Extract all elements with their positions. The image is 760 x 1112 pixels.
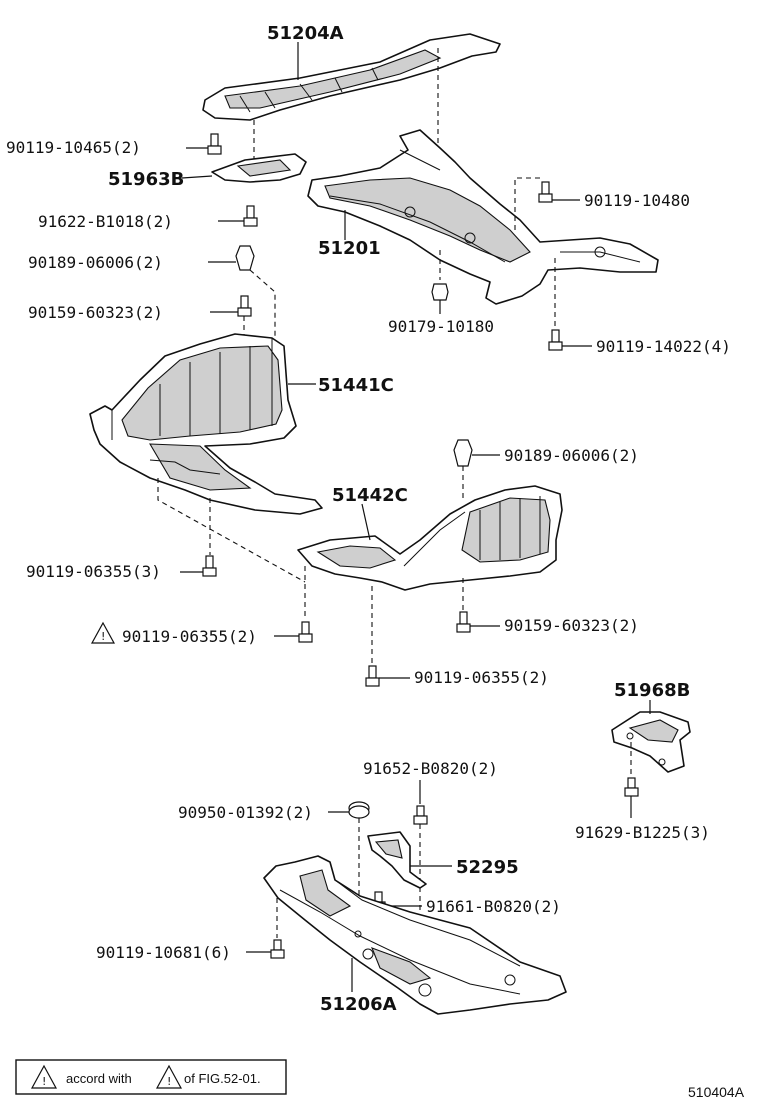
label-90950-01392: 90950-01392(2) bbox=[178, 803, 313, 822]
bolt-90119-10681-icon bbox=[270, 939, 285, 959]
label-90119-10465: 90119-10465(2) bbox=[6, 138, 141, 157]
svg-text:!: ! bbox=[101, 630, 105, 643]
legend-text-1: accord with bbox=[66, 1071, 132, 1086]
label-90119-14022: 90119-14022(4) bbox=[596, 337, 731, 356]
leader-51442C bbox=[361, 503, 371, 541]
bolt-90119-10480-icon bbox=[538, 181, 553, 203]
svg-text:!: ! bbox=[42, 1075, 46, 1088]
clip-90189-06006-a-icon bbox=[235, 245, 255, 271]
legend-text-2: of FIG.52-01. bbox=[184, 1071, 261, 1086]
legend-warning-icon-2: ! bbox=[155, 1064, 183, 1089]
legend-box: ! accord with ! of FIG.52-01. bbox=[15, 1059, 287, 1095]
dash-51441C-a bbox=[157, 478, 306, 583]
part-51206A-shape bbox=[263, 855, 567, 1015]
bolt-90119-10465-icon bbox=[207, 133, 222, 155]
label-91652-B0820: 91652-B0820(2) bbox=[363, 759, 498, 778]
label-51201: 51201 bbox=[318, 238, 381, 259]
part-51201-shape bbox=[307, 129, 659, 305]
label-51204A: 51204A bbox=[267, 23, 344, 44]
part-51204A-shape bbox=[202, 33, 501, 121]
bolt-90119-06355-b-icon bbox=[298, 621, 313, 643]
dash-clip-a bbox=[249, 269, 276, 340]
part-51968B-shape bbox=[611, 711, 691, 773]
part-51441C-shape bbox=[89, 333, 323, 515]
nut-90179-10180-icon bbox=[431, 283, 449, 301]
bolt-90159-60323-b-icon bbox=[456, 611, 471, 633]
label-90189-06006-a: 90189-06006(2) bbox=[28, 253, 163, 272]
bolt-91652-B0820-icon bbox=[413, 805, 428, 825]
part-51963B-shape bbox=[211, 153, 307, 183]
part-52295-shape bbox=[367, 831, 427, 889]
label-90119-06355-a: 90119-06355(3) bbox=[26, 562, 161, 581]
label-90159-60323-a: 90159-60323(2) bbox=[28, 303, 163, 322]
figure-id: 510404A bbox=[688, 1084, 745, 1100]
svg-text:!: ! bbox=[167, 1075, 171, 1088]
label-90189-06006-b: 90189-06006(2) bbox=[504, 446, 639, 465]
plug-90950-01392-icon bbox=[348, 801, 370, 819]
leader-51963B bbox=[181, 175, 213, 179]
label-90119-06355-b: 90119-06355(2) bbox=[122, 627, 257, 646]
bolt-90119-06355-c-icon bbox=[365, 665, 380, 687]
part-51442C-shape bbox=[297, 485, 563, 591]
label-51968B: 51968B bbox=[614, 680, 690, 701]
bolt-90119-06355-a-icon bbox=[202, 555, 217, 577]
label-52295: 52295 bbox=[456, 857, 519, 878]
bolt-90119-14022-icon bbox=[548, 329, 563, 351]
warning-icon: ! bbox=[90, 621, 116, 644]
label-91661-B0820: 91661-B0820(2) bbox=[426, 897, 561, 916]
label-51963B: 51963B bbox=[108, 169, 184, 190]
label-90179-10180: 90179-10180 bbox=[388, 317, 494, 336]
label-90119-10480: 90119-10480 bbox=[584, 191, 690, 210]
legend-warning-icon-1: ! bbox=[30, 1064, 58, 1089]
label-90119-06355-c: 90119-06355(2) bbox=[414, 668, 549, 687]
label-51206A: 51206A bbox=[320, 994, 397, 1015]
label-90119-10681: 90119-10681(6) bbox=[96, 943, 231, 962]
label-91629-B1225: 91629-B1225(3) bbox=[575, 823, 710, 842]
bolt-91622-B1018-icon bbox=[243, 205, 258, 227]
bolt-91629-B1225-icon bbox=[624, 777, 639, 797]
label-51442C: 51442C bbox=[332, 485, 408, 506]
label-90159-60323-b: 90159-60323(2) bbox=[504, 616, 639, 635]
label-51441C: 51441C bbox=[318, 375, 394, 396]
label-91622-B1018: 91622-B1018(2) bbox=[38, 212, 173, 231]
bolt-90159-60323-a-icon bbox=[237, 295, 252, 317]
clip-90189-06006-b-icon bbox=[453, 439, 473, 467]
